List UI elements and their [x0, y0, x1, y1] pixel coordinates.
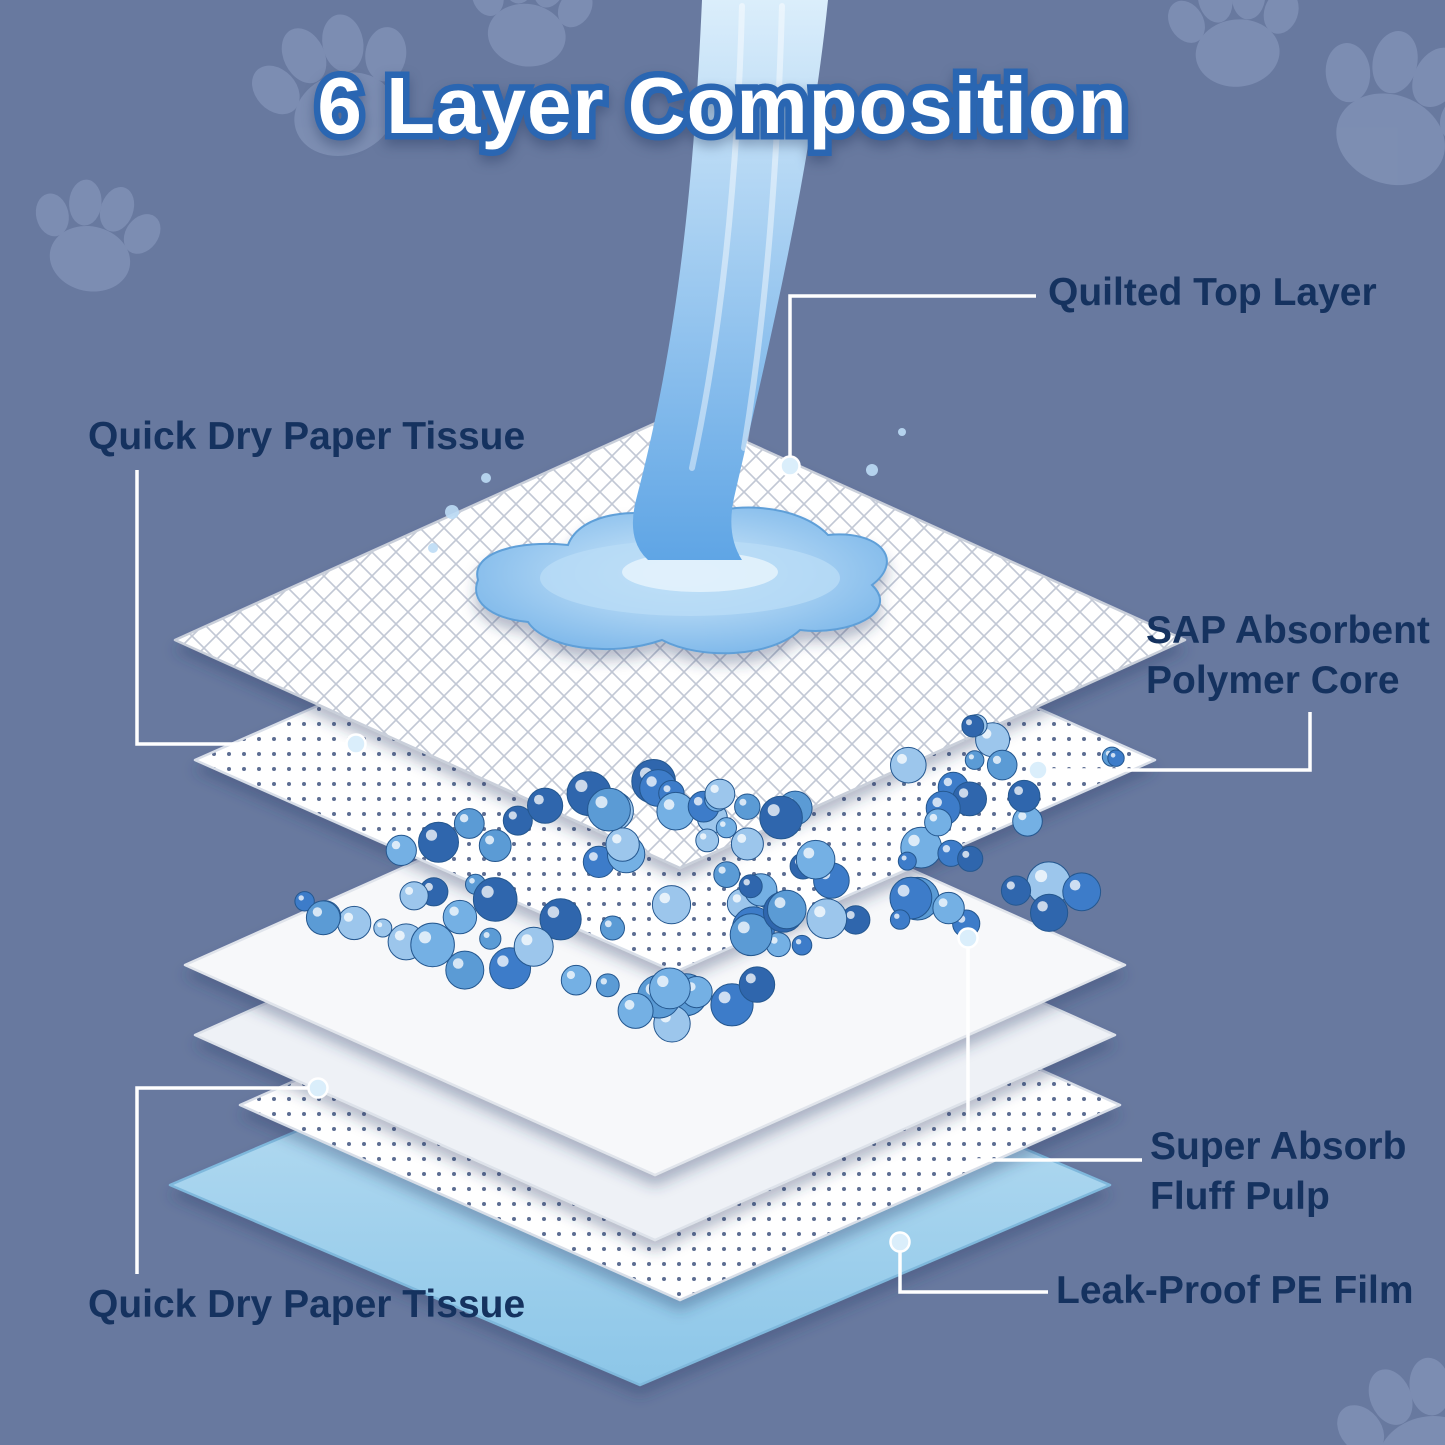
- label-super-absorb-fluff-pulp: Super Absorb Fluff Pulp: [1150, 1125, 1407, 1218]
- paw-print-icon: [15, 167, 175, 305]
- water-stream: [428, 0, 906, 655]
- label-quick-dry-paper-tissue-top: Quick Dry Paper Tissue: [88, 415, 526, 458]
- layer-sap-polymer-beads: [294, 714, 1125, 1043]
- page-title-text: 6 Layer Composition: [317, 61, 1128, 150]
- label-quilted-top-layer: Quilted Top Layer: [1048, 271, 1377, 314]
- label-quick-dry-paper-tissue-bottom: Quick Dry Paper Tissue: [88, 1283, 526, 1326]
- water-droplet: [866, 464, 878, 476]
- leader-leak-proof-pe-film: [889, 1231, 1048, 1294]
- callout-leaders: [135, 294, 1312, 1294]
- page-title: 6 Layer Composition: [0, 60, 1445, 152]
- leader-quilted-top-layer: [779, 294, 1036, 477]
- water-droplet: [481, 473, 491, 483]
- label-leak-proof-pe-film: Leak-Proof PE Film: [1056, 1269, 1414, 1312]
- leader-quick-dry-paper-tissue-top: [135, 470, 367, 755]
- label-sap-absorbent-polymer-core: SAP Absorbent Polymer Core: [1146, 609, 1430, 702]
- water-droplet: [898, 428, 906, 436]
- paw-print-icon: [1317, 1338, 1445, 1445]
- splash-highlight-inner: [622, 552, 778, 592]
- leader-super-absorb-fluff-pulp: [957, 927, 1142, 1162]
- leader-quick-dry-paper-tissue-bottom: [135, 1077, 329, 1274]
- water-droplet: [445, 505, 459, 519]
- water-droplet: [428, 543, 438, 553]
- leader-sap-absorbent-polymer-core: [1027, 712, 1312, 781]
